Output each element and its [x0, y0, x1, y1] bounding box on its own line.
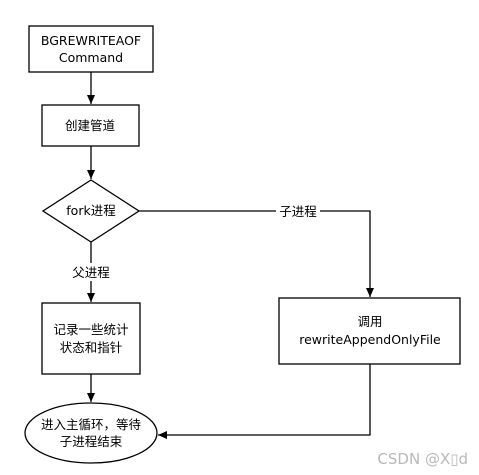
- edge-fork-to-rewrite: [139, 210, 374, 297]
- fork-decision-node: fork进程: [41, 179, 141, 243]
- start-node-line2: Command: [59, 50, 123, 65]
- main-loop-node: 进入主循环，等待 子进程结束: [24, 402, 158, 464]
- rewrite-line2: rewriteAppendOnlyFile: [299, 332, 441, 347]
- record-node: 记录一些统计 状态和指针: [41, 302, 141, 375]
- fork-label: fork进程: [66, 203, 116, 218]
- create-pipe-node: 创建管道: [41, 104, 140, 147]
- watermark: CSDN @X▯d: [377, 450, 468, 468]
- record-line2: 状态和指针: [60, 340, 123, 355]
- main-loop-line1: 进入主循环，等待: [41, 417, 142, 432]
- rewrite-line1: 调用: [357, 314, 382, 329]
- record-line1: 记录一些统计: [53, 322, 128, 337]
- child-process-label: 子进程: [279, 204, 317, 219]
- parent-label-bg: [68, 263, 114, 281]
- child-label-bg: [276, 202, 320, 220]
- create-pipe-label: 创建管道: [65, 118, 116, 133]
- parent-process-label: 父进程: [72, 265, 110, 280]
- edge-rewrite-to-mainloop: [158, 364, 371, 439]
- start-node-line1: BGREWRITEAOF: [41, 33, 141, 48]
- main-loop-line2: 子进程结束: [60, 434, 123, 449]
- start-node: BGREWRITEAOF Command: [28, 25, 154, 73]
- rewrite-node: 调用 rewriteAppendOnlyFile: [278, 297, 461, 365]
